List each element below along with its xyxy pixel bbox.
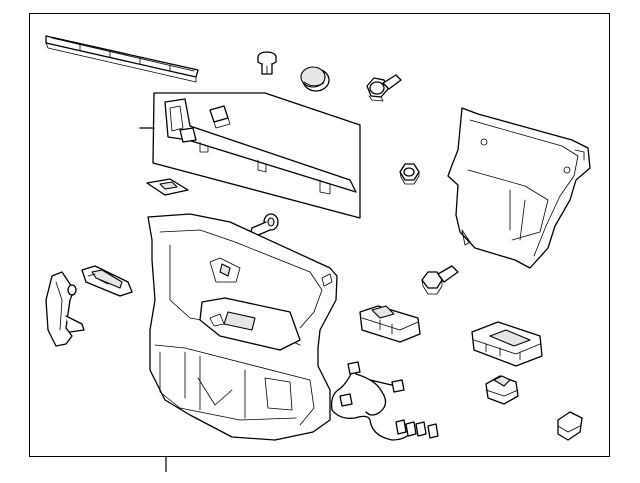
- mounting-bracket: [447, 107, 591, 269]
- wiring-harness: [330, 361, 439, 441]
- connector: [485, 375, 519, 405]
- retainer-clip: [146, 178, 189, 196]
- master-switch-assembly: [471, 321, 543, 367]
- door-trim-panel: [147, 213, 338, 441]
- upper-trim-strip: [45, 35, 199, 83]
- door-handle-bezel: [81, 265, 133, 297]
- hex-nut: [399, 163, 420, 185]
- diagram-frame: [29, 13, 610, 457]
- pull-handle: [45, 271, 85, 347]
- small-clip: [557, 411, 583, 441]
- push-pin-clip: [257, 51, 277, 75]
- flange-bolt: [366, 74, 402, 102]
- round-plug: [300, 66, 330, 92]
- hex-bolt: [421, 265, 459, 295]
- window-switch: [359, 305, 421, 343]
- trim-retainer-panel: [139, 92, 361, 219]
- push-rivet: [249, 213, 279, 237]
